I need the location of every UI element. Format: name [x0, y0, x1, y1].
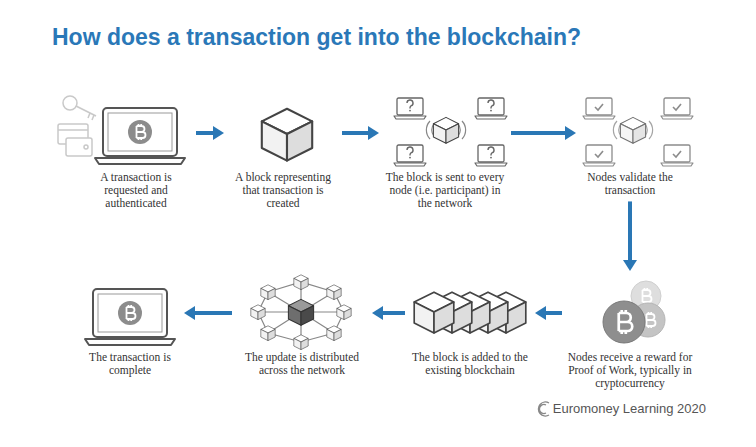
arrow-head [372, 306, 383, 320]
flow-arrow [184, 306, 232, 320]
flow-arrow [623, 201, 637, 271]
step-node: A block representing that transaction is… [228, 95, 338, 211]
flow-arrow [535, 306, 562, 320]
arrow-head [623, 260, 637, 271]
arrow-head [535, 306, 546, 320]
step-caption: The update is distributed across the net… [236, 351, 368, 377]
source-caption: Euromoney Learning 2020 [553, 401, 706, 416]
arrow-head [184, 306, 195, 320]
arrow-line [383, 311, 405, 315]
step-node: Nodes receive a reward for Proof of Work… [566, 275, 694, 391]
step-node: A transaction is requested and authentic… [80, 95, 192, 211]
step-node: The transaction is complete [80, 275, 180, 377]
step-caption: The transaction is complete [80, 351, 180, 377]
arrow-line [196, 131, 213, 135]
arrow-head [213, 126, 224, 140]
arrow-head [565, 126, 576, 140]
step-node: Nodes validate the transaction [580, 95, 680, 197]
arrow-line [342, 131, 368, 135]
arrow-head [368, 126, 379, 140]
step-node: The block is added to the existing block… [409, 275, 531, 377]
flow-arrow [372, 306, 405, 320]
diagram-title: How does a transaction get into the bloc… [52, 24, 581, 51]
step-node: The block is sent to every node (i.e. pa… [383, 95, 507, 211]
step-caption: The block is added to the existing block… [409, 351, 531, 377]
arrow-line [195, 311, 232, 315]
step-caption: The block is sent to every node (i.e. pa… [383, 171, 507, 211]
flow-arrow [342, 126, 379, 140]
arrow-line [511, 131, 565, 135]
flow-arrow [196, 126, 224, 140]
step-caption: Nodes receive a reward for Proof of Work… [566, 351, 694, 391]
arrow-line [546, 311, 562, 315]
step-node: The update is distributed across the net… [236, 275, 368, 377]
flow-arrow [511, 126, 576, 140]
arrow-line [628, 201, 632, 260]
step-caption: A transaction is requested and authentic… [80, 171, 192, 211]
step-caption: A block representing that transaction is… [228, 171, 338, 211]
step-caption: Nodes validate the transaction [580, 171, 680, 197]
